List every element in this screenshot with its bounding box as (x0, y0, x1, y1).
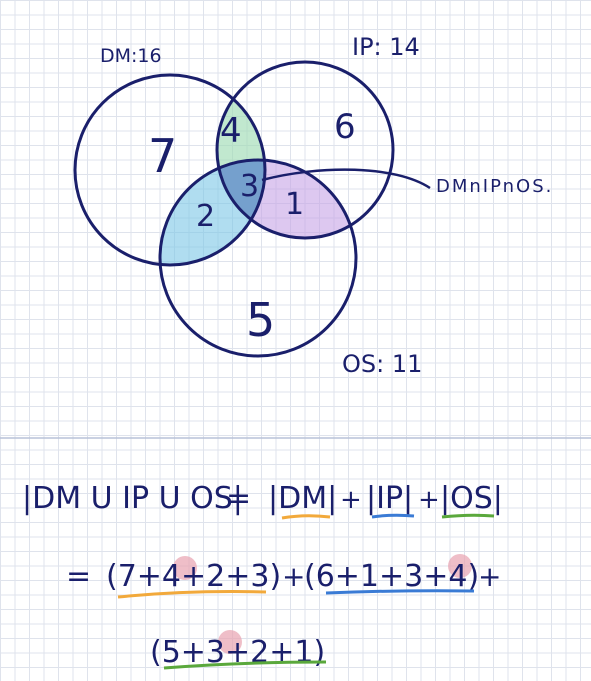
formula-section: |DM U IP U OS| = |DM| + |IP| + |OS| = (7… (22, 481, 503, 670)
group-dm-sum: (7+4+2+3) (106, 559, 281, 594)
set-label-os: OS: 11 (342, 350, 422, 378)
plus-2: + (418, 485, 440, 515)
venn-diagram: DM:16 IP: 14 OS: 11 7 4 6 3 2 1 5 DMnIPn… (73, 33, 553, 378)
term-ip: |IP| (366, 481, 413, 516)
set-label-ip: IP: 14 (352, 33, 420, 61)
formula-line2-equals: = (66, 559, 91, 594)
region-all-three-count: 3 (240, 169, 259, 204)
set-ip-circle (215, 60, 395, 240)
underline-dm (281, 514, 331, 520)
highlight-dot (218, 630, 242, 654)
region-dm-os-count: 2 (196, 199, 215, 234)
region-ip-os-fill (217, 160, 356, 238)
region-dm-only-count: 7 (148, 129, 177, 183)
formula-line2-plus-1: + (282, 560, 305, 593)
group-ip-sum: (6+1+3+4) (304, 559, 479, 594)
term-dm: |DM| (268, 481, 337, 516)
region-ip-os-count: 1 (285, 187, 304, 222)
formula-line1-equals: = (226, 481, 251, 516)
underline-group-dm (117, 590, 267, 599)
underline-group-ip (325, 589, 475, 595)
formula-lhs: |DM U IP U OS| (22, 481, 243, 516)
region-os-only-count: 5 (246, 293, 275, 347)
callout-pointer-line (261, 168, 431, 190)
underline-group-os (163, 660, 327, 670)
set-os-circle (158, 158, 358, 358)
callout-intersection-label: DMnIPnOS. (436, 176, 553, 197)
region-ip-only-count: 6 (334, 107, 356, 147)
underline-ip (371, 513, 415, 519)
underline-os (441, 513, 495, 519)
set-dm-circle (73, 73, 267, 267)
term-os: |OS| (440, 481, 503, 516)
plus-1: + (340, 485, 362, 515)
highlight-dot (448, 554, 472, 578)
set-label-dm: DM:16 (100, 45, 162, 67)
highlight-dot (173, 556, 197, 580)
formula-line2-plus-2: + (478, 560, 501, 593)
region-dm-ip-count: 4 (220, 111, 242, 151)
